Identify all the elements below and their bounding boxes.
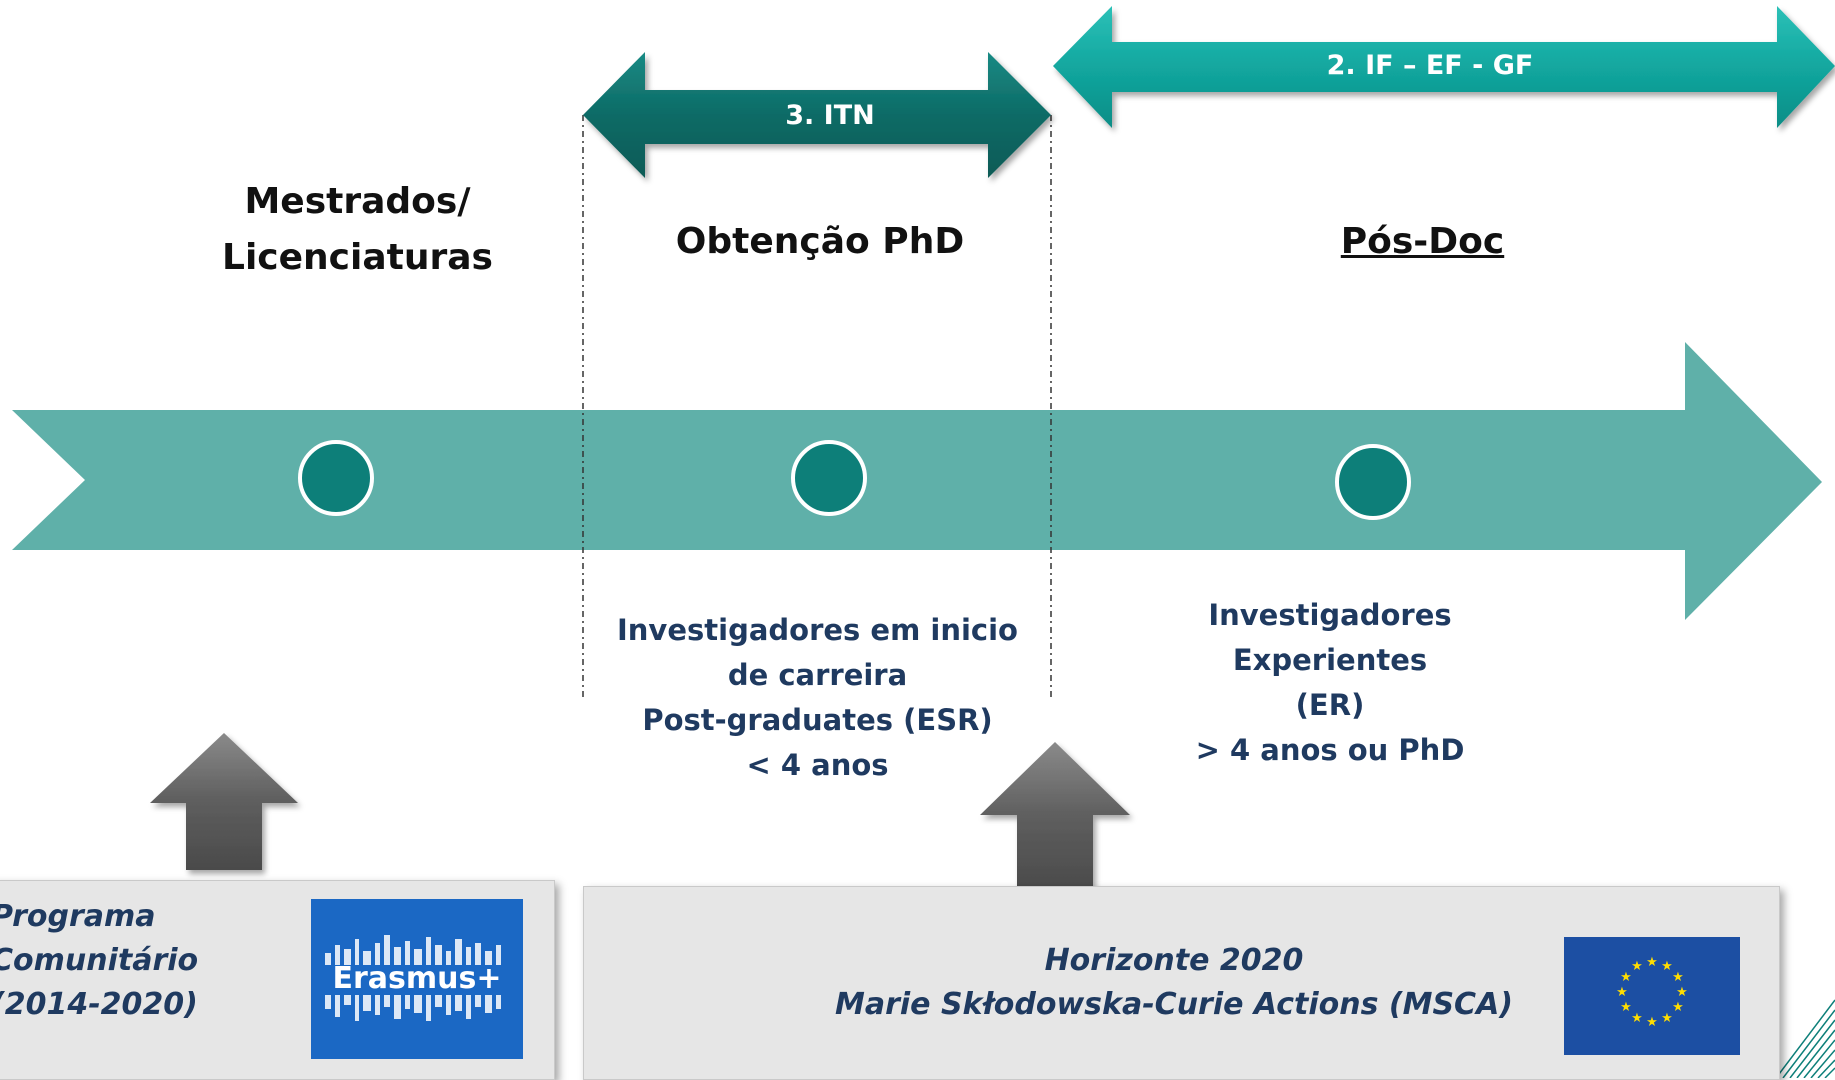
esr-description: Investigadores em inicio de carreira Pos…	[600, 608, 1035, 788]
er-line: Investigadores	[1208, 598, 1452, 632]
er-description: Investigadores Experientes (ER) > 4 anos…	[1150, 593, 1510, 773]
erasmus-program-text: Programa Comunitário (2014-2020)	[0, 895, 251, 1027]
erasmus-line: Comunitário	[0, 943, 199, 978]
er-line: Experientes	[1232, 643, 1428, 677]
horizon-line: Marie Skłodowska-Curie Actions (MSCA)	[834, 987, 1514, 1022]
svg-text:★: ★	[1672, 1000, 1684, 1015]
up-arrow-icon	[980, 742, 1130, 892]
svg-text:★: ★	[1646, 1015, 1658, 1030]
svg-text:★: ★	[1672, 970, 1684, 985]
up-arrow-icon	[150, 733, 298, 870]
er-line: > 4 anos ou PhD	[1195, 733, 1465, 767]
stage-postdoc: Pós-Doc	[1340, 221, 1505, 262]
node-postdoc	[1335, 444, 1411, 520]
if-double-arrow	[1053, 6, 1835, 128]
stage-masters-line2: Licenciaturas	[222, 237, 493, 278]
node-masters	[298, 440, 374, 516]
node-phd	[791, 440, 867, 516]
stage-masters: Mestrados/ Licenciaturas	[200, 174, 515, 286]
erasmus-line: (2014-2020)	[0, 987, 198, 1022]
svg-text:★: ★	[1631, 1011, 1643, 1026]
timeline-arrow	[12, 342, 1822, 620]
erasmus-logo-pattern	[319, 935, 515, 1021]
er-line: (ER)	[1295, 688, 1365, 722]
stage-masters-line1: Mestrados/	[244, 181, 471, 222]
svg-text:★: ★	[1620, 1000, 1632, 1015]
if-label: 2. IF – EF - GF	[1326, 50, 1534, 81]
svg-text:★: ★	[1616, 985, 1628, 1000]
erasmus-logo: Erasmus+	[311, 899, 523, 1059]
decorative-hatch	[1775, 999, 1835, 1078]
stage-phd: Obtenção PhD	[675, 221, 965, 262]
svg-text:★: ★	[1661, 1011, 1673, 1026]
erasmus-program-box: Programa Comunitário (2014-2020)	[0, 880, 555, 1080]
horizon-line: Horizonte 2020	[1044, 943, 1304, 978]
esr-line: Post-graduates (ESR)	[642, 703, 993, 737]
svg-text:★: ★	[1646, 955, 1658, 970]
eu-flag-icon: ★ ★ ★ ★ ★ ★ ★ ★ ★ ★ ★ ★	[1564, 937, 1740, 1055]
svg-text:★: ★	[1631, 959, 1643, 974]
erasmus-line: Programa	[0, 899, 156, 934]
esr-line: de carreira	[727, 658, 908, 692]
horizon-program-text: Horizonte 2020 Marie Skłodowska-Curie Ac…	[814, 939, 1534, 1027]
svg-text:★: ★	[1661, 959, 1673, 974]
horizon-program-box: Horizonte 2020 Marie Skłodowska-Curie Ac…	[583, 886, 1780, 1080]
itn-label: 3. ITN	[785, 100, 875, 131]
eu-stars: ★ ★ ★ ★ ★ ★ ★ ★ ★ ★ ★ ★	[1616, 955, 1688, 1030]
svg-text:★: ★	[1676, 985, 1688, 1000]
erasmus-logo-text: Erasmus+	[332, 961, 502, 996]
esr-line: < 4 anos	[746, 748, 889, 782]
itn-double-arrow	[583, 52, 1051, 178]
svg-text:★: ★	[1620, 970, 1632, 985]
esr-line: Investigadores em inicio	[617, 613, 1018, 647]
